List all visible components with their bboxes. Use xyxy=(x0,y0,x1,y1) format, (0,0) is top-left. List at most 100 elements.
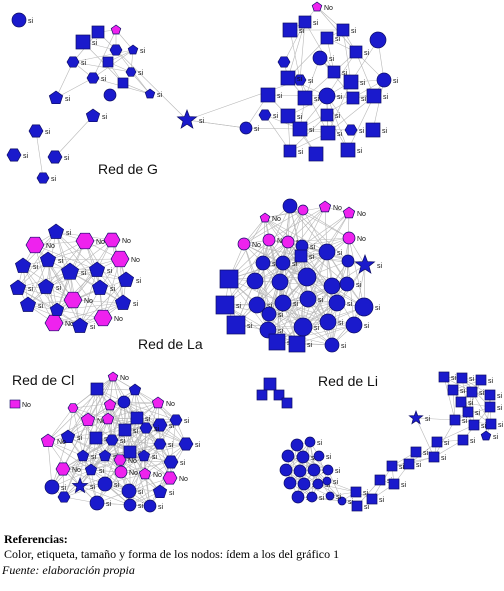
node-li2-45 xyxy=(322,476,332,486)
node-label-li-3: No xyxy=(333,205,342,212)
edge-li-71 xyxy=(282,241,289,304)
node-li-29 xyxy=(293,317,313,337)
edge-li-160 xyxy=(254,280,333,287)
node-li2-44 xyxy=(306,491,318,503)
node-label-la-8: No xyxy=(131,257,140,264)
node-cl-8 xyxy=(130,411,144,425)
edge-la-44 xyxy=(27,259,49,306)
edge-g-22 xyxy=(35,130,44,179)
edge-li2-59 xyxy=(327,469,343,502)
node-li-23 xyxy=(274,294,292,312)
node-label-li-31: si xyxy=(364,323,370,330)
node-li-20 xyxy=(339,276,355,292)
node-label-li2-13: si xyxy=(462,418,468,425)
node-label-cl-12: si xyxy=(154,426,160,433)
node-label-li-24: si xyxy=(318,297,324,304)
node-li2-39 xyxy=(322,464,334,476)
node-label-g-42: si xyxy=(335,113,341,120)
node-label-cl-16: si xyxy=(168,442,174,449)
edge-la-107 xyxy=(56,302,124,311)
node-label-la-1: si xyxy=(66,230,72,237)
edge-li2-37 xyxy=(436,424,475,443)
node-li2-17 xyxy=(480,430,492,441)
node-li2-23 xyxy=(386,460,398,472)
caption-title: Referencias: xyxy=(4,532,68,546)
node-g-45 xyxy=(365,122,381,138)
node-label-li-8: si xyxy=(337,250,343,257)
node-label-li2-44: si xyxy=(319,495,325,502)
node-la-14 xyxy=(19,296,37,312)
edge-cl-203 xyxy=(129,451,171,479)
node-li2-42 xyxy=(312,478,324,490)
node-label-g-26: si xyxy=(364,50,370,57)
edge-li-106 xyxy=(348,237,365,308)
node-li-35 xyxy=(261,306,277,322)
edge-li-127 xyxy=(300,255,329,323)
node-label-g-39: si xyxy=(254,126,260,133)
node-label-li-13: si xyxy=(292,261,298,268)
edge-cl-185 xyxy=(82,455,130,492)
node-li-11 xyxy=(255,255,271,271)
edge-cl-187 xyxy=(82,455,98,504)
edge-li-21 xyxy=(243,209,304,245)
node-label-li2-12: si xyxy=(475,410,481,417)
node-label-g-27: si xyxy=(329,56,335,63)
node-la-7 xyxy=(88,261,106,277)
edge-li-204 xyxy=(331,283,348,346)
edge-la-21 xyxy=(45,240,86,288)
node-label-li2-23: si xyxy=(399,464,405,471)
edge-g-93 xyxy=(186,79,301,121)
node-label-g-29: si xyxy=(308,78,314,85)
edge-cl-225 xyxy=(120,461,172,473)
node-cl-18 xyxy=(40,433,56,448)
node-la-17 xyxy=(114,294,132,310)
edge-la-40 xyxy=(47,258,121,261)
node-g-31 xyxy=(343,74,359,90)
node-label-g-16: si xyxy=(23,153,29,160)
node-label-li2-29: si xyxy=(364,504,370,511)
node-label-cl-26: si xyxy=(99,468,105,475)
edge-cl-198 xyxy=(72,407,106,457)
node-label-li2-32: si xyxy=(317,440,323,447)
node-label-g-24: si xyxy=(351,28,357,35)
node-li-26 xyxy=(354,297,374,317)
node-li2-31 xyxy=(290,438,304,452)
edge-li-183 xyxy=(276,276,308,343)
node-g-43 xyxy=(292,121,308,137)
node-cl-16 xyxy=(153,438,167,450)
node-label-g-49: si xyxy=(357,148,363,155)
node-g-49 xyxy=(340,142,356,158)
node-cl-2 xyxy=(128,383,142,396)
edge-cl-31 xyxy=(107,402,159,420)
node-label-li2-7: si xyxy=(460,388,466,395)
edge-cl-177 xyxy=(47,407,74,442)
node-label-la-0: No xyxy=(46,243,55,250)
edge-g-3 xyxy=(92,29,117,79)
node-label-g-46: si xyxy=(298,149,304,156)
edge-la-100 xyxy=(53,302,124,324)
edge-g-77 xyxy=(347,95,375,151)
node-g-14 xyxy=(85,108,101,123)
node-cl-3 xyxy=(151,396,165,409)
node-la-5 xyxy=(39,251,57,267)
node-label-g-0: si xyxy=(28,18,34,25)
node-li2-35 xyxy=(313,450,325,462)
node-cl-9 xyxy=(152,418,168,432)
node-la-9 xyxy=(9,279,27,295)
node-label-la-6: si xyxy=(81,270,87,277)
node-label-cl-33: si xyxy=(138,489,144,496)
node-label-li2-35: si xyxy=(326,454,332,461)
legend-no-label: No xyxy=(22,402,31,409)
node-cl-14 xyxy=(89,431,103,445)
node-cl-30 xyxy=(44,479,60,495)
edge-g-61 xyxy=(372,79,385,131)
node-li-25 xyxy=(328,294,346,312)
node-li2-28 xyxy=(337,496,347,506)
node-li2-0 xyxy=(263,377,277,391)
edge-li-88 xyxy=(326,251,338,304)
node-cl-23 xyxy=(137,449,151,462)
node-label-la-12: si xyxy=(110,286,116,293)
edge-la-77 xyxy=(17,287,81,327)
node-li-15 xyxy=(219,269,239,289)
node-label-cl-6: No xyxy=(97,418,106,425)
